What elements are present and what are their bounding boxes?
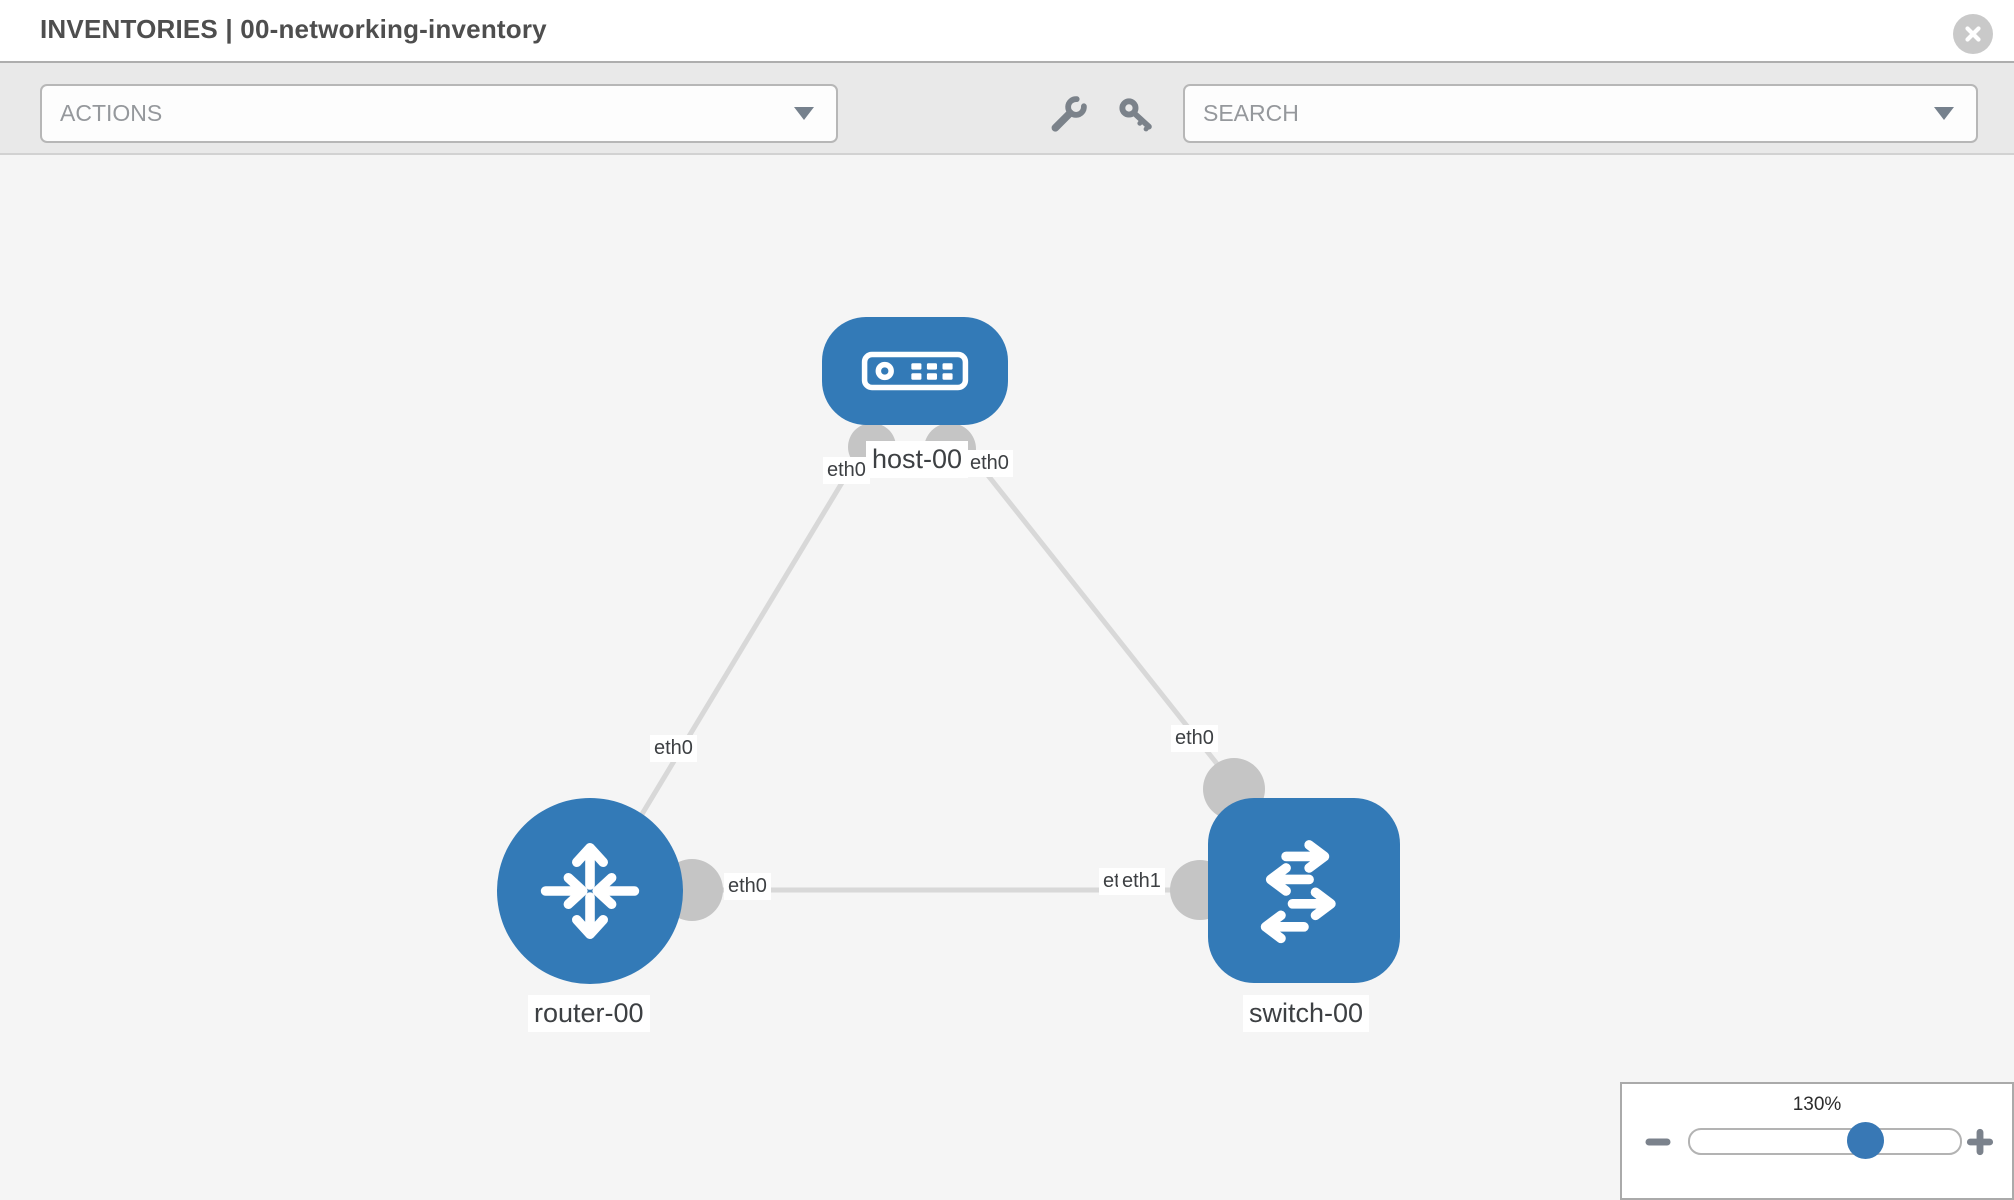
chevron-down-icon — [794, 107, 814, 120]
chevron-down-icon — [1934, 107, 1954, 120]
search-dropdown[interactable]: SEARCH — [1183, 84, 1978, 143]
toolbar: ACTIONS SEARCH — [0, 63, 2014, 155]
minus-icon — [1645, 1138, 1671, 1146]
zoom-in-button[interactable] — [1962, 1124, 1998, 1160]
port-label-eth0: eth0 — [650, 735, 697, 762]
node-label-router-00: router-00 — [528, 995, 650, 1033]
close-button[interactable] — [1953, 14, 1993, 54]
port-label-eth0: eth0 — [1171, 725, 1218, 752]
port-label-eth0: eth0 — [823, 457, 870, 484]
node-label-switch-00: switch-00 — [1243, 995, 1370, 1033]
close-icon — [1965, 26, 1981, 42]
router-icon — [540, 843, 640, 939]
wrench-icon — [1051, 96, 1087, 132]
topology-links-layer — [589, 421, 1300, 921]
node-host-00[interactable] — [822, 317, 1008, 425]
search-dropdown-label: SEARCH — [1203, 100, 1299, 126]
port-label-eth0: eth0 — [724, 873, 771, 900]
plus-icon — [1966, 1128, 1994, 1156]
configure-button[interactable] — [1044, 89, 1094, 139]
node-router-00[interactable] — [497, 798, 683, 984]
credentials-button[interactable] — [1110, 89, 1160, 139]
node-switch-00[interactable] — [1208, 798, 1400, 983]
key-icon — [1119, 98, 1152, 132]
zoom-out-button[interactable] — [1640, 1124, 1676, 1160]
zoom-panel: 130% — [1620, 1082, 2014, 1200]
actions-dropdown[interactable]: ACTIONS — [40, 84, 838, 143]
port-label-eth1: eth1 — [1118, 868, 1165, 895]
zoom-slider-handle[interactable] — [1847, 1122, 1884, 1159]
topology-canvas[interactable]: host-00 router-00 switch-00 eth0 eth0 et… — [0, 155, 2014, 1200]
zoom-level-label: 130% — [1792, 1094, 1842, 1115]
actions-dropdown-label: ACTIONS — [60, 100, 163, 126]
switch-icon — [1260, 839, 1336, 943]
page-title: INVENTORIES | 00-networking-inventory — [40, 14, 547, 44]
zoom-slider-track[interactable] — [1688, 1128, 1962, 1155]
port-label-eth0: eth0 — [966, 450, 1013, 477]
node-label-host-00: host-00 — [866, 441, 969, 479]
host-icon — [861, 351, 969, 391]
header: INVENTORIES | 00-networking-inventory — [0, 0, 2014, 63]
